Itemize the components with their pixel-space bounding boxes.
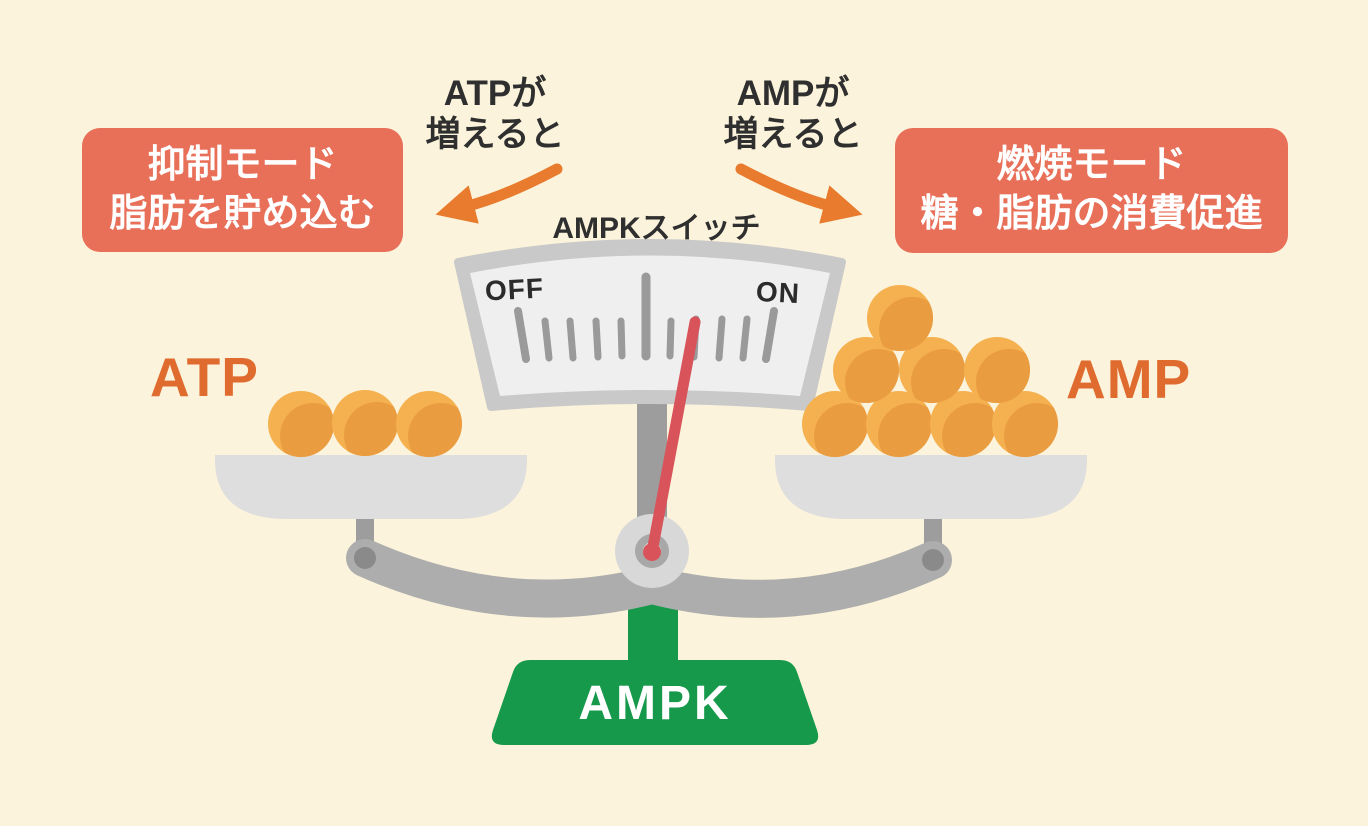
atp-increase-note-line1: ATPが (443, 74, 547, 113)
burning-mode-title: 燃焼モード (996, 144, 1187, 187)
curved-arrow-right-icon (735, 163, 863, 224)
suppression-mode-box: 抑制モード 脂肪を貯め込む (82, 128, 403, 252)
gauge-off-label: OFF (484, 272, 545, 307)
amp-increase-note-line2: 増えると (723, 114, 863, 154)
amp-increase-note: AMPが 増えると (678, 74, 908, 155)
left-pan (215, 455, 527, 519)
left-joint-pin (354, 547, 376, 569)
atp-pan-label: ATP (150, 346, 259, 408)
base-label: AMPK (578, 677, 732, 730)
burning-mode-box: 燃焼モード 糖・脂肪の消費促進 (895, 128, 1288, 253)
gauge-title: AMPKスイッチ (552, 212, 761, 245)
atp-increase-note: ATPが 増えると (380, 74, 610, 155)
gauge-needle (643, 316, 701, 561)
atp-increase-note-line2: 増えると (425, 114, 565, 154)
burning-mode-desc: 糖・脂肪の消費促進 (920, 193, 1263, 235)
suppression-mode-title: 抑制モード (147, 143, 338, 186)
amp-increase-note-line1: AMPが (736, 74, 850, 113)
gauge-dial (454, 239, 846, 411)
amp-balls (802, 285, 1070, 469)
amp-pan-label: AMP (1066, 348, 1192, 410)
base-stand (491, 660, 819, 745)
base-post (628, 596, 678, 666)
suppression-mode-desc: 脂肪を貯め込む (109, 192, 376, 235)
curved-arrow-left-icon (435, 163, 563, 224)
gauge-on-label: ON (755, 275, 801, 310)
right-pan (775, 455, 1087, 519)
right-joint-pin (922, 549, 944, 571)
